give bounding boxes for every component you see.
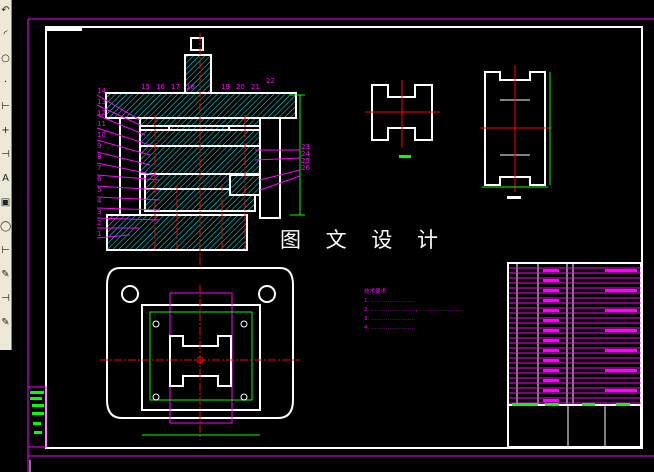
title-block-cell: [543, 319, 559, 322]
ellipse-icon[interactable]: ◯: [0, 221, 11, 232]
part-number-label: 20: [236, 83, 245, 91]
dimension-line: [290, 94, 305, 216]
title-block-cell: [543, 309, 559, 312]
title-block-cell: [582, 403, 595, 406]
title-block-cell: [543, 389, 559, 392]
part-number-label: 6: [97, 175, 102, 183]
part-number-label: 3: [97, 208, 102, 216]
undo-icon[interactable]: ↶: [1, 5, 10, 16]
title-block-cell: [512, 403, 538, 406]
title-block-cell: [543, 269, 559, 272]
note-item: 1. ……………………: [364, 298, 415, 304]
part-number-label: 11: [97, 120, 106, 128]
title-block-cell: [543, 339, 559, 342]
dim-baseline-icon[interactable]: ⊣: [1, 149, 10, 160]
part-number-label: 24: [301, 150, 310, 158]
part-number-label: 21: [251, 83, 260, 91]
dim-point-icon[interactable]: +: [1, 125, 10, 136]
title-block-cell: [543, 289, 559, 292]
title-block-cell: [605, 369, 637, 372]
title-block-cell: [545, 403, 559, 406]
cad-drawing: [27, 18, 654, 472]
title-block-cell: [543, 299, 559, 302]
part-number-label: 9: [97, 142, 102, 150]
part-number-label: 18: [186, 83, 195, 91]
part-number-label: 12: [97, 109, 106, 117]
title-block-cell: [605, 289, 637, 292]
pencil-icon[interactable]: ✎: [1, 317, 10, 328]
leader-lines: [96, 94, 301, 239]
draw-toolbar: ↶ ◜ ○ · ⊢ + ⊣ A ▣ ◯ ⊢ ✎ ⊣ ✎: [0, 0, 12, 350]
note-item: 2. ……………………，……………………: [364, 307, 465, 313]
dim-linear-icon[interactable]: ⊢: [1, 101, 10, 112]
part-number-label: 10: [97, 131, 106, 139]
edit-icon[interactable]: ✎: [1, 269, 10, 280]
title-block-cell: [543, 379, 559, 382]
section-view: [105, 37, 297, 251]
drawing-canvas[interactable]: 图 文 设 计 技术要求 1. …………………… 2. ……………………，…………: [12, 0, 654, 472]
text-icon[interactable]: A: [2, 173, 9, 184]
arc-icon[interactable]: ◜: [3, 29, 8, 40]
title-block-cell: [543, 329, 559, 332]
sheet-border: [27, 18, 654, 472]
technical-notes: 技术要求 1. …………………… 2. ……………………，…………………… 3.…: [364, 288, 465, 333]
part-number-label: 25: [301, 157, 310, 165]
part-number-label: 19: [221, 83, 230, 91]
part-number-label: 16: [156, 83, 165, 91]
notes-title: 技术要求: [364, 289, 387, 295]
title-block-cell: [543, 369, 559, 372]
note-item: 4. ……………………: [364, 325, 415, 331]
circle-icon[interactable]: ○: [1, 53, 10, 64]
title-block-cell: [543, 279, 559, 282]
title-block-cell: [605, 269, 637, 272]
dim-arrow-icon[interactable]: ⊣: [1, 293, 10, 304]
part-number-label: 1: [97, 230, 102, 238]
part-number-label: 17: [171, 83, 180, 91]
part-side-view: [480, 65, 552, 199]
title-block-cell: [543, 349, 559, 352]
part-number-label: 13: [97, 98, 106, 106]
part-number-label: 14: [97, 87, 106, 95]
point-icon[interactable]: ·: [3, 77, 8, 88]
title-block-cell: [605, 389, 637, 392]
left-side-table: [27, 386, 47, 448]
part-number-label: 8: [97, 153, 102, 161]
title-block-cell: [605, 349, 637, 352]
part-number-label: 5: [97, 186, 102, 194]
title-block-cell: [616, 403, 630, 406]
title-block-cell: [543, 359, 559, 362]
part-front-view: [365, 80, 440, 158]
title-block-cell: [605, 329, 637, 332]
title-block-rows: [509, 267, 641, 406]
part-number-label: 4: [97, 197, 102, 205]
title-block-cell: [543, 399, 559, 402]
part-number-label: 26: [301, 164, 310, 172]
note-item: 3. ……………………: [364, 316, 415, 322]
part-number-label: 7: [97, 164, 102, 172]
title-block-cell: [605, 309, 637, 312]
watermark-text: 图 文 设 计: [280, 228, 448, 252]
part-number-label: 22: [266, 77, 275, 85]
plan-view: [100, 267, 300, 440]
block-icon[interactable]: ▣: [0, 197, 11, 208]
dim-continue-icon[interactable]: ⊢: [1, 245, 10, 256]
center-lines: [154, 33, 246, 265]
part-number-label: 23: [301, 143, 310, 151]
part-number-label: 15: [141, 83, 150, 91]
part-number-label: 2: [97, 219, 102, 227]
